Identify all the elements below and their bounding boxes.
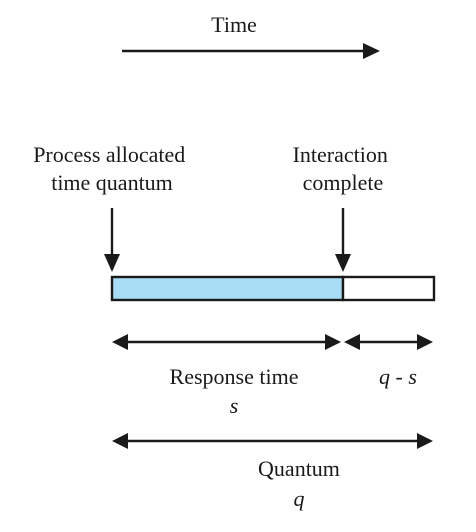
time-label: Time [211, 12, 257, 37]
remainder-arrow [344, 334, 433, 350]
interaction-complete-line2: complete [303, 170, 384, 195]
response-time-label: Response time [170, 364, 299, 389]
response-time-segment [110, 275, 345, 302]
quantum-label: Quantum [258, 456, 340, 481]
remainder-label: q - s [379, 364, 417, 389]
response-time-symbol: s [230, 393, 239, 418]
interaction-complete-label: Interaction complete [293, 142, 394, 195]
time-arrow [122, 43, 380, 59]
process-allocated-label: Process allocated time quantum [33, 142, 191, 195]
process-allocated-arrow [104, 208, 120, 272]
quantum-symbol: q [294, 486, 305, 511]
interaction-complete-arrow [335, 208, 351, 272]
interaction-complete-line1: Interaction [293, 142, 388, 167]
process-allocated-line2: time quantum [51, 170, 173, 195]
response-time-arrow [112, 334, 341, 350]
process-allocated-line1: Process allocated [33, 142, 185, 167]
remaining-quantum-segment [341, 275, 436, 302]
quantum-arrow [112, 433, 433, 449]
